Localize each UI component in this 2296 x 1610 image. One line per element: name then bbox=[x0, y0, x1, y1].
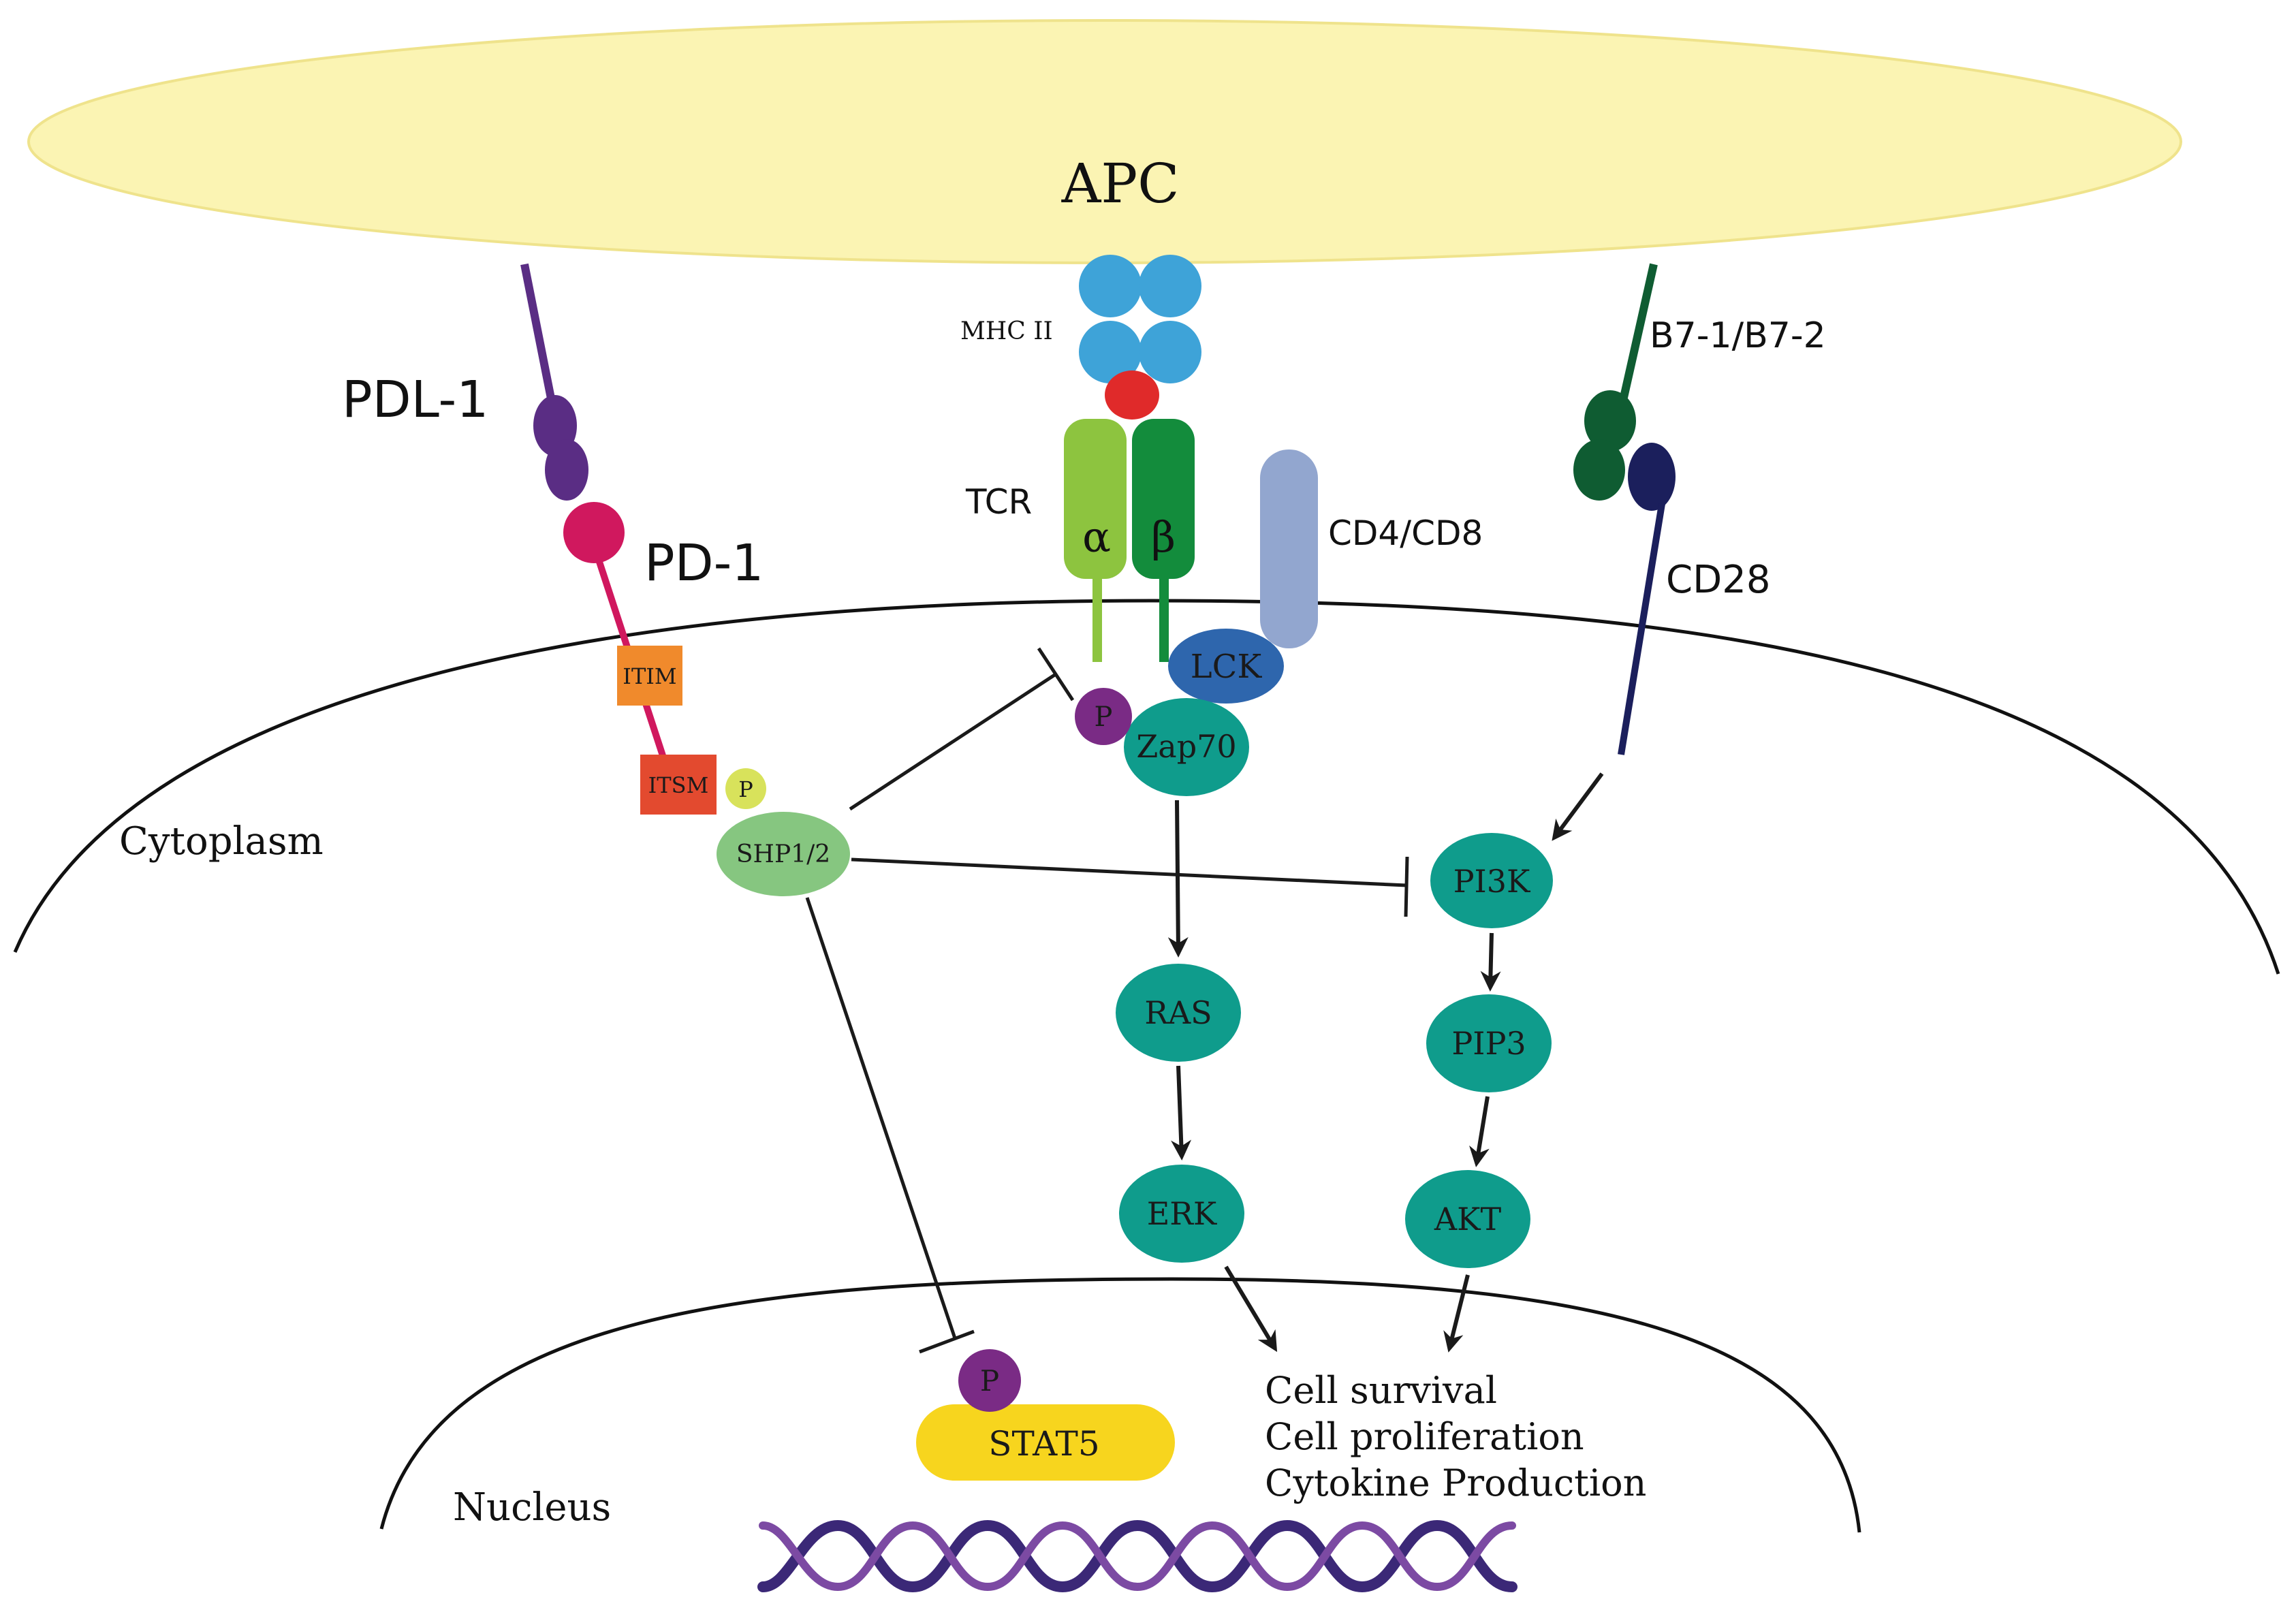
nucleus-label: Nucleus bbox=[453, 1485, 611, 1530]
inhibit-shp-to-pi3k bbox=[851, 857, 1407, 887]
b7-stalk bbox=[1619, 263, 1658, 402]
tcr-alpha-label: α bbox=[1082, 512, 1111, 562]
stat5-phosphate-label: P bbox=[980, 1364, 999, 1398]
inhibit-shp-to-pi3k-bar bbox=[1404, 856, 1409, 917]
mhc-lobe bbox=[1079, 321, 1142, 383]
akt bbox=[1405, 1170, 1530, 1268]
outcome-cytokine-production: Cytokine Production bbox=[1265, 1462, 1646, 1504]
mhc-ii bbox=[1079, 255, 1201, 420]
cd28-stalk bbox=[1618, 503, 1665, 755]
pi3k bbox=[1430, 833, 1553, 928]
t-cell-membrane bbox=[13, 599, 2280, 975]
mhc-lobe bbox=[1139, 321, 1201, 383]
activation-arrows bbox=[1167, 772, 1604, 1353]
arrow-cd28-to-pi3k bbox=[1552, 772, 1604, 841]
b7-label: B7-1/B7-2 bbox=[1650, 315, 1826, 356]
mhc-label: MHC II bbox=[960, 317, 1053, 345]
arrow-akt-to-outcomes bbox=[1443, 1274, 1470, 1353]
stat5-phosphate bbox=[958, 1349, 1021, 1412]
tcr-alpha-chain bbox=[1064, 419, 1127, 579]
cd4-cd8-label: CD4/CD8 bbox=[1328, 514, 1483, 553]
stat5 bbox=[916, 1404, 1175, 1481]
pdl1-label: PDL-1 bbox=[342, 370, 488, 429]
itsm-label: ITSM bbox=[648, 772, 709, 798]
pdl1-stalk bbox=[520, 263, 557, 410]
pi3k-label: PI3K bbox=[1453, 863, 1531, 900]
pip3-label: PIP3 bbox=[1451, 1025, 1526, 1062]
inhibit-shp-to-tcr bbox=[849, 672, 1057, 811]
arrow-pi3k-to-pip3 bbox=[1480, 932, 1501, 992]
lck bbox=[1168, 629, 1284, 704]
ras bbox=[1116, 964, 1241, 1062]
ras-label: RAS bbox=[1144, 994, 1212, 1031]
itsm-motif bbox=[640, 755, 717, 815]
outcome-cell-proliferation: Cell proliferation bbox=[1265, 1415, 1584, 1458]
cytoplasm-label: Cytoplasm bbox=[119, 819, 324, 864]
inhibit-shp-to-stat5 bbox=[805, 897, 957, 1339]
zap70 bbox=[1124, 698, 1249, 796]
outcome-cell-survival: Cell survival bbox=[1265, 1369, 1497, 1412]
zap70-label: Zap70 bbox=[1136, 728, 1236, 765]
pip3 bbox=[1426, 994, 1552, 1092]
stat5-label: STAT5 bbox=[988, 1424, 1099, 1464]
itim-motif bbox=[617, 646, 682, 706]
pdl1-domain bbox=[545, 439, 588, 501]
shp1-2 bbox=[717, 812, 850, 896]
tcr-beta-chain bbox=[1132, 419, 1195, 579]
apc-cell bbox=[27, 19, 2182, 264]
b7-domain bbox=[1573, 439, 1625, 501]
mhc-lobe bbox=[1079, 255, 1142, 317]
cd4-cd8 bbox=[1260, 449, 1318, 648]
dna-helix bbox=[757, 1519, 1517, 1593]
shp-phosphate bbox=[725, 768, 766, 809]
zap70-phosphate bbox=[1075, 688, 1132, 745]
zap70-phosphate-label: P bbox=[1095, 701, 1113, 733]
pd1-domain bbox=[563, 502, 625, 563]
arrow-pip3-to-akt bbox=[1469, 1096, 1490, 1167]
erk-label: ERK bbox=[1147, 1195, 1218, 1232]
tcr-alpha-tail bbox=[1092, 579, 1102, 662]
inhibition-lines bbox=[805, 647, 1409, 1354]
akt-label: AKT bbox=[1434, 1201, 1502, 1237]
tcr bbox=[1064, 419, 1195, 662]
nucleus-membrane bbox=[379, 1277, 1861, 1533]
shp1-2-label: SHP1/2 bbox=[736, 840, 830, 868]
tcr-beta-tail bbox=[1159, 579, 1169, 662]
tcr-label: TCR bbox=[965, 482, 1032, 522]
arrow-erk-to-outcomes bbox=[1224, 1265, 1278, 1353]
erk bbox=[1119, 1165, 1244, 1263]
arrow-zap70-to-ras bbox=[1167, 800, 1189, 958]
itim-label: ITIM bbox=[623, 663, 676, 689]
arrow-ras-to-erk bbox=[1171, 1065, 1192, 1161]
mhc-lobe bbox=[1139, 255, 1201, 317]
cd28-label: CD28 bbox=[1666, 558, 1770, 602]
pd1-label: PD-1 bbox=[644, 534, 764, 593]
peptide bbox=[1105, 370, 1159, 420]
inhibit-shp-to-tcr-bar bbox=[1037, 647, 1075, 701]
tcr-beta-label: β bbox=[1151, 512, 1176, 562]
apc-label: APC bbox=[1061, 152, 1180, 215]
cd28-domain bbox=[1628, 443, 1676, 511]
b7-domain bbox=[1584, 390, 1636, 452]
lck-label: LCK bbox=[1191, 648, 1263, 686]
shp-phosphate-label: P bbox=[738, 776, 753, 802]
inhibit-shp-to-stat5-bar bbox=[919, 1329, 975, 1354]
